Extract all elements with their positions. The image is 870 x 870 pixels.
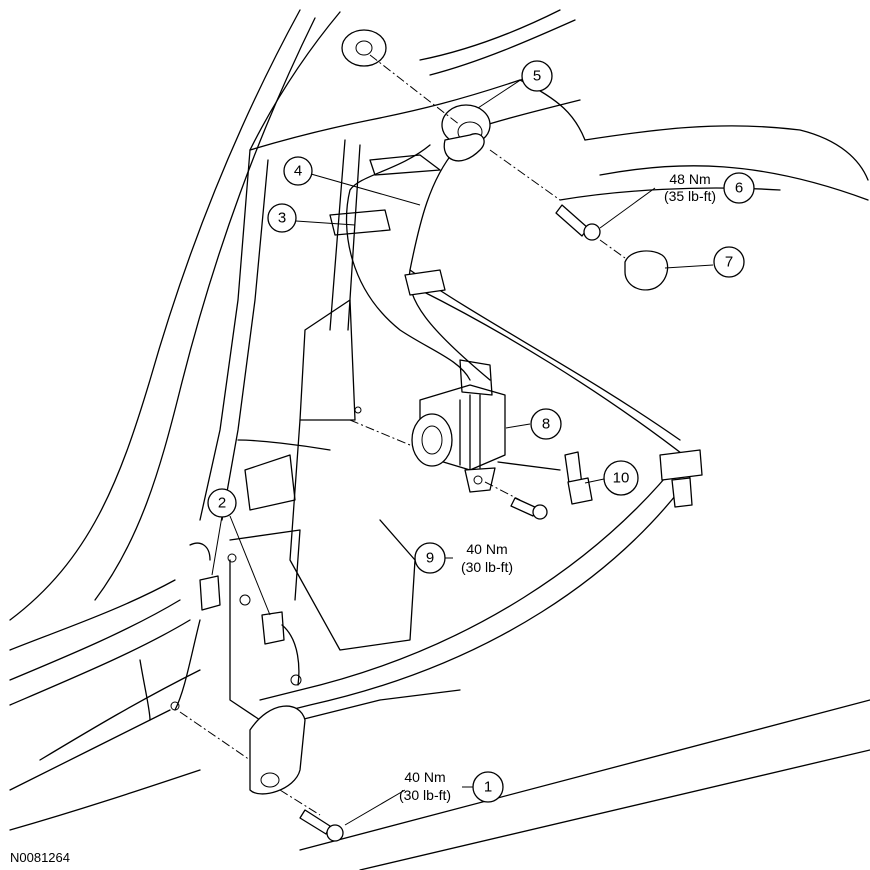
callout-8-label: 8	[542, 416, 550, 433]
lower-anchor-bracket	[179, 705, 321, 816]
callout-1: 1	[472, 771, 504, 803]
torque-9-imperial: (30 lb-ft)	[461, 559, 513, 575]
torque-9-metric: 40 Nm	[466, 541, 507, 557]
callout-3-label: 3	[278, 210, 286, 227]
torque-1-metric: 40 Nm	[404, 769, 445, 785]
retractor-bolt	[510, 497, 548, 520]
callout-5: 5	[521, 60, 553, 92]
figure-code: N0081264	[10, 850, 70, 865]
torque-spec-item-6: 48 Nm (35 lb-ft)	[664, 171, 716, 204]
callout-7: 7	[713, 246, 745, 278]
callout-5-label: 5	[533, 68, 541, 85]
d-ring-anchor	[341, 29, 561, 201]
callout-1-label: 1	[484, 779, 492, 796]
electrical-connector	[497, 451, 593, 505]
callout-2: 2	[207, 488, 237, 518]
torque-spec-item-1: 40 Nm (30 lb-ft)	[399, 769, 451, 803]
callout-4-label: 4	[294, 163, 302, 180]
torque-1-imperial: (30 lb-ft)	[399, 787, 451, 803]
d-ring-cover	[599, 239, 669, 291]
torque-6-imperial: (35 lb-ft)	[664, 188, 716, 204]
callout-4: 4	[283, 156, 313, 186]
callout-10: 10	[603, 460, 639, 496]
callout-10-label: 10	[613, 470, 630, 487]
leader-lines	[211, 78, 714, 826]
callout-6: 6	[723, 172, 755, 204]
seat-belt-webbing	[259, 99, 703, 716]
lower-anchor-bolt	[170, 701, 344, 842]
callout-8: 8	[530, 408, 562, 440]
callout-7-label: 7	[725, 254, 733, 271]
torque-spec-item-9: 40 Nm (30 lb-ft)	[461, 541, 513, 575]
callout-9: 9	[414, 542, 446, 574]
callout-2-label: 2	[218, 495, 226, 512]
trim-clips	[189, 542, 302, 686]
callout-6-label: 6	[735, 180, 743, 197]
vehicle-body-outline	[9, 9, 870, 870]
d-ring-bolt	[555, 204, 601, 241]
torque-6-metric: 48 Nm	[669, 171, 710, 187]
callout-3: 3	[267, 203, 297, 233]
seat-belt-retractor	[349, 359, 521, 501]
callout-9-label: 9	[426, 550, 434, 567]
